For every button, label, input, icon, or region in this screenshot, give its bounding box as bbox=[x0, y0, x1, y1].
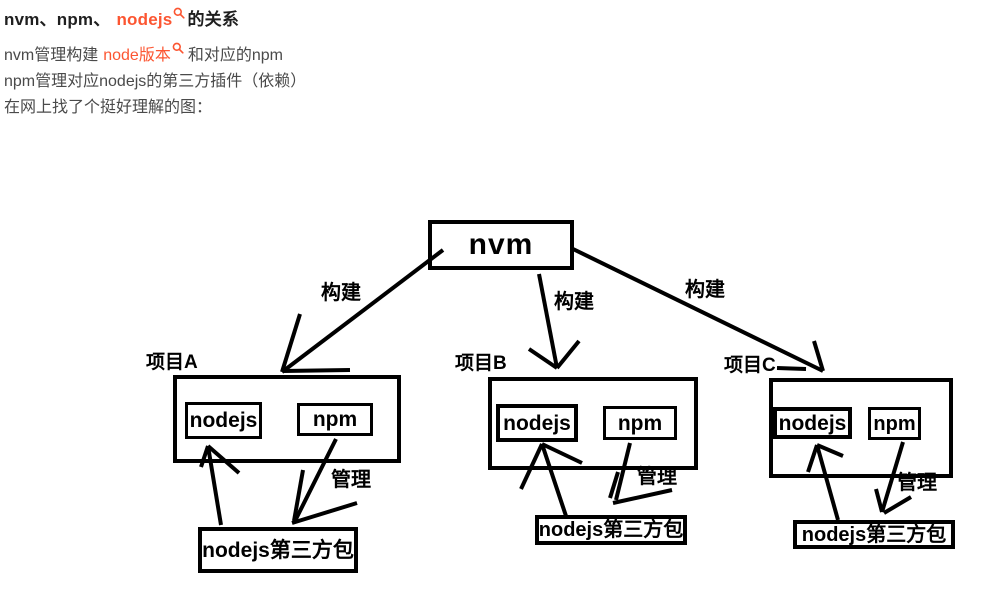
page-title: nvm、npm、 nodejs 的关系 bbox=[4, 5, 983, 30]
manage-label-b: 管理 bbox=[637, 466, 677, 488]
title-suffix: 的关系 bbox=[187, 10, 240, 29]
intro-line-3: 在网上找了个挺好理解的图： bbox=[4, 99, 213, 116]
nvm-box: nvm bbox=[428, 220, 574, 270]
project-c-label: 项目C bbox=[724, 355, 776, 376]
title-prefix: nvm、npm、 bbox=[4, 10, 111, 29]
build-arrow-b-barb1 bbox=[527, 347, 559, 370]
build-arrow-b-shaft bbox=[537, 273, 559, 369]
npm-to-pkg-a-stroke2 bbox=[292, 469, 305, 522]
build-label-b: 构建 bbox=[554, 291, 594, 313]
intro-line-1-pre: nvm管理构建 bbox=[4, 47, 99, 64]
project-b-box bbox=[488, 377, 698, 470]
project-a-npm-box: npm bbox=[297, 403, 373, 436]
project-a-box bbox=[173, 375, 401, 463]
build-arrow-a-barb2 bbox=[282, 368, 351, 373]
manage-line-b bbox=[612, 488, 673, 505]
project-c-nodejs-box: nodejs bbox=[773, 407, 852, 439]
keyword-link-node-version[interactable]: node版本 bbox=[103, 42, 184, 64]
build-arrow-a-barb1 bbox=[280, 313, 302, 373]
search-icon bbox=[172, 42, 184, 54]
build-arrow-c-barb1 bbox=[812, 340, 825, 372]
package-box-c: nodejs第三方包 bbox=[793, 520, 955, 549]
project-c-box bbox=[769, 378, 953, 478]
project-b-npm-box: npm bbox=[603, 406, 677, 440]
project-b-nodejs-box: nodejs bbox=[496, 404, 578, 442]
search-icon bbox=[173, 7, 186, 19]
intro-line-1-post: 和对应的npm bbox=[187, 47, 283, 64]
manage-line-a bbox=[291, 501, 358, 525]
project-a-label: 项目A bbox=[146, 352, 198, 373]
build-arrow-c-shaft bbox=[570, 246, 824, 373]
package-box-b: nodejs第三方包 bbox=[535, 515, 687, 545]
manage-label-c: 管理 bbox=[897, 472, 937, 494]
manage-line-c bbox=[882, 495, 913, 515]
project-c-label-dash bbox=[776, 366, 807, 371]
npm-to-pkg-c-barb1 bbox=[874, 488, 884, 513]
build-arrow-b-barb2 bbox=[555, 339, 581, 370]
package-box-a: nodejs第三方包 bbox=[198, 527, 358, 573]
build-label-c: 构建 bbox=[685, 279, 725, 301]
keyword-link-text: nodejs bbox=[116, 10, 173, 29]
project-c-npm-box: npm bbox=[868, 407, 921, 440]
npm-to-pkg-b-stroke2 bbox=[608, 471, 620, 499]
manage-label-a: 管理 bbox=[331, 469, 371, 491]
project-b-label: 项目B bbox=[455, 353, 507, 374]
build-arrow-a-shaft bbox=[280, 248, 445, 374]
project-a-nodejs-box: nodejs bbox=[185, 402, 262, 439]
keyword-link-nodejs[interactable]: nodejs bbox=[116, 7, 186, 29]
intro-line-2: npm管理对应nodejs的第三方插件（依赖） bbox=[4, 73, 307, 90]
keyword-link-text: node版本 bbox=[103, 47, 171, 64]
build-label-a: 构建 bbox=[321, 282, 361, 304]
